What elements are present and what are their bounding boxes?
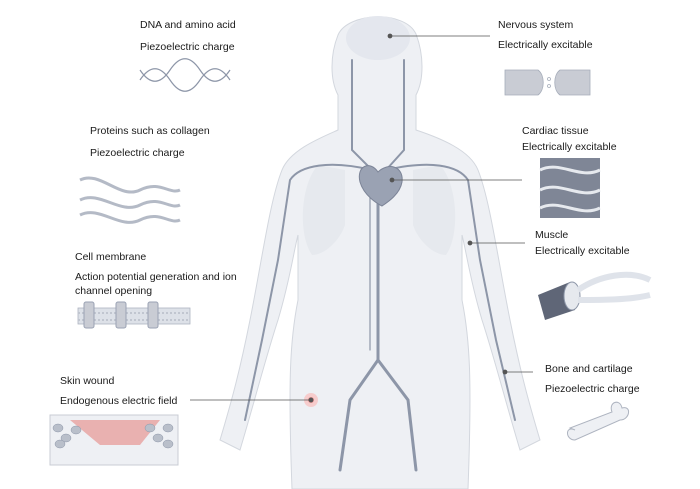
label-dna-title: DNA and amino acid: [140, 19, 236, 31]
label-membrane-property: Action potential generation and ion chan…: [75, 271, 237, 297]
label-dna: DNA and amino acid Piezoelectric charge: [140, 18, 236, 54]
label-muscle-title: Muscle: [535, 229, 569, 241]
label-skin-title: Skin wound: [60, 375, 115, 387]
label-membrane: Cell membrane Action potential generatio…: [75, 250, 245, 298]
label-proteins: Proteins such as collagen Piezoelectric …: [90, 124, 210, 160]
label-cardiac: Cardiac tissue Electrically excitable: [522, 124, 617, 154]
label-muscle-property: Electrically excitable: [535, 245, 630, 257]
label-cardiac-title: Cardiac tissue: [522, 125, 589, 137]
label-cardiac-property: Electrically excitable: [522, 141, 617, 153]
label-bone: Bone and cartilage Piezoelectric charge: [545, 362, 640, 396]
bone-icon: [567, 401, 629, 441]
label-dna-property: Piezoelectric charge: [140, 41, 235, 53]
leader-lines: [190, 33, 533, 403]
label-proteins-title: Proteins such as collagen: [90, 125, 210, 137]
label-membrane-title: Cell membrane: [75, 251, 147, 263]
synapse-icon: [504, 69, 591, 96]
label-muscle: Muscle Electrically excitable: [535, 228, 630, 258]
label-bone-property: Piezoelectric charge: [545, 383, 640, 395]
label-skin: Skin wound Endogenous electric field: [60, 374, 177, 408]
collagen-helix-icon: [79, 176, 181, 224]
skin-wound-icon: [49, 414, 179, 466]
heart-icon: [358, 165, 403, 207]
dna-helix-icon: [139, 58, 231, 92]
muscle-bundle-icon: [538, 271, 652, 320]
blood-vessels: [244, 59, 516, 472]
cardiac-tissue-icon: [539, 158, 601, 218]
body-silhouette: [219, 16, 541, 489]
label-bone-title: Bone and cartilage: [545, 363, 633, 375]
label-nervous-title: Nervous system: [498, 19, 574, 31]
label-skin-property: Endogenous electric field: [60, 395, 178, 407]
label-nervous-property: Electrically excitable: [498, 39, 593, 51]
label-nervous: Nervous system Electrically excitable: [498, 18, 593, 52]
cell-membrane-icon: [77, 301, 191, 329]
label-proteins-property: Piezoelectric charge: [90, 147, 185, 159]
